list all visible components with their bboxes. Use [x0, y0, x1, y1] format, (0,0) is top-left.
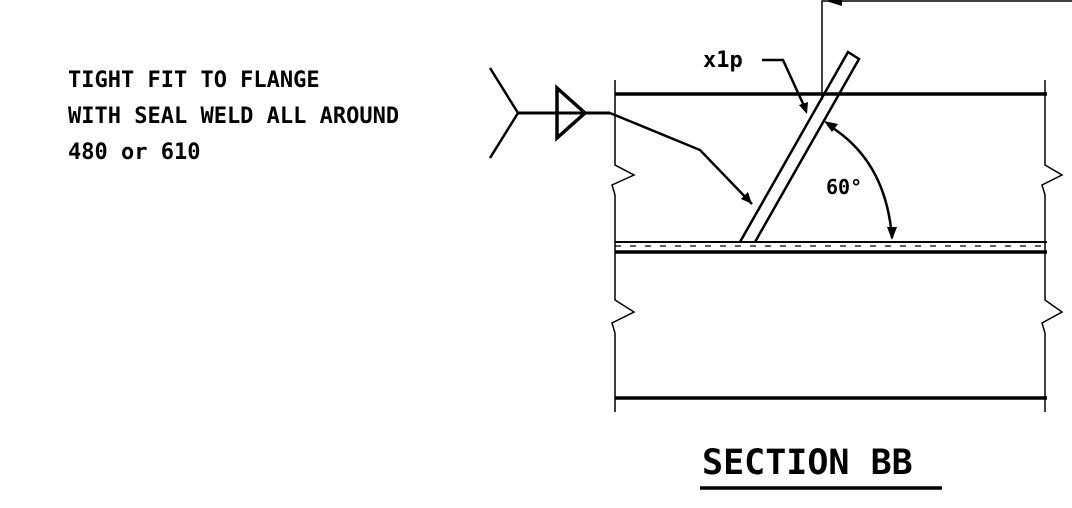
- weld-symbol-tail: [488, 67, 520, 159]
- stiffener-label-group: x1p: [703, 48, 808, 114]
- angle-dimension: 60°: [824, 121, 897, 240]
- angle-arc-end-arrowhead-icon: [887, 227, 897, 240]
- inclined-stiffener: [738, 50, 861, 243]
- beam-section: [611, 80, 1064, 412]
- weld-note-line-1: TIGHT FIT TO FLANGE: [68, 68, 320, 93]
- weld-leader-arrowhead-icon: [741, 192, 752, 204]
- section-title: SECTION BB: [702, 443, 913, 483]
- weld-note-line-3: 480 or 610: [68, 140, 200, 165]
- weld-symbol: [488, 67, 753, 205]
- weld-leader-line: [609, 111, 753, 205]
- stiffener-label-leader: [762, 58, 807, 109]
- angle-arc-start-arrowhead-icon: [824, 121, 838, 132]
- angle-dimension-arc: [827, 123, 894, 239]
- left-break-line: [611, 80, 636, 412]
- stiffener-label-arrowhead-icon: [799, 102, 808, 114]
- top-reference-line: [821, 0, 1072, 100]
- top-reference-arrowhead-icon: [826, 0, 842, 6]
- fillet-weld-triangle-icon: [555, 84, 588, 142]
- weld-note-line-2: WITH SEAL WELD ALL AROUND: [68, 104, 399, 129]
- section-title-group: SECTION BB: [700, 443, 942, 490]
- stiffener-label: x1p: [703, 48, 743, 73]
- angle-label: 60°: [826, 175, 862, 199]
- weld-note: TIGHT FIT TO FLANGE WITH SEAL WELD ALL A…: [68, 68, 399, 165]
- right-break-line: [1041, 80, 1064, 412]
- top-reference-leader: [821, 0, 1072, 100]
- stiffener-plate: [738, 50, 861, 243]
